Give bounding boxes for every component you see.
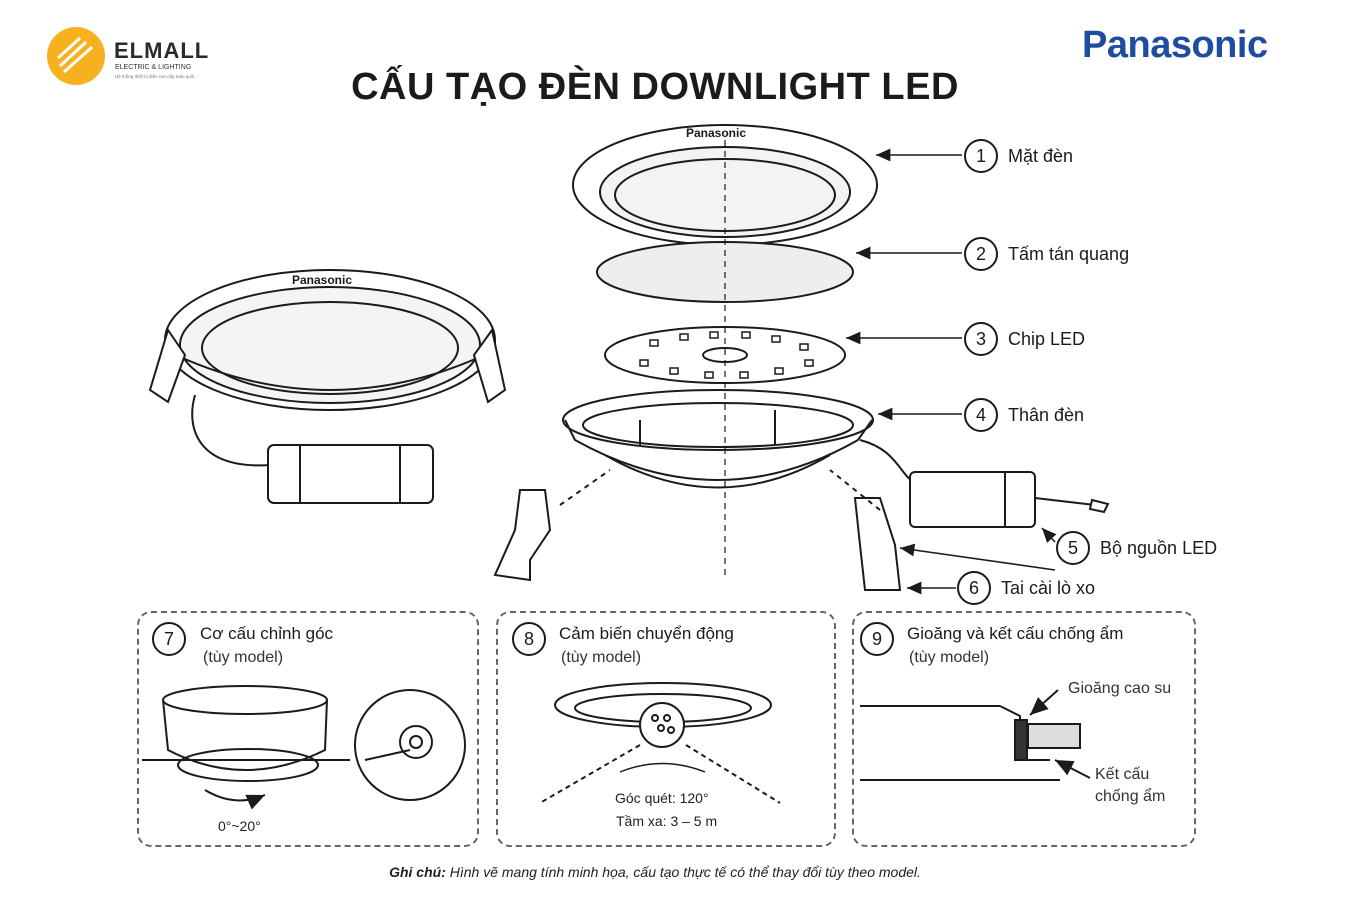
callout-label: Tai cài lò xo: [1001, 578, 1096, 598]
callout-6: 6 Tai cài lò xo: [957, 571, 1095, 605]
footnote: Ghi chú: Hình vẽ mang tính minh họa, cấu…: [0, 864, 1310, 880]
logo-tagline: ELECTRIC & LIGHTING: [115, 64, 192, 71]
callout-label: Thân đèn: [1008, 405, 1085, 425]
callout-2: 2 Tấm tán quang: [964, 237, 1129, 271]
feature-8-title: Cảm biến chuyển động: [559, 624, 734, 643]
tilt-range-label: 0°~20°: [218, 818, 261, 834]
feature-number: 9: [860, 622, 894, 656]
moisture-label-line2: chống ẩm: [1095, 788, 1166, 805]
callout-number: 6: [957, 571, 991, 605]
brand-logo: Panasonic: [1082, 24, 1268, 66]
feature-7-title: Cơ cấu chỉnh góc: [200, 624, 334, 643]
product-brand-label: Panasonic: [686, 126, 747, 140]
tilt-mechanism-drawing: [142, 685, 466, 810]
range-label: Tầm xa: 3 – 5 m: [616, 813, 718, 829]
callout-number: 3: [964, 322, 998, 356]
logo-name: ELMALL: [114, 38, 210, 63]
motion-sensor-drawing: [539, 682, 781, 804]
feature-8-header: 8: [512, 622, 556, 656]
feature-7-header: 7: [152, 622, 196, 656]
feature-7-sub: (tùy model): [203, 649, 284, 666]
callout-label: Tấm tán quang: [1008, 244, 1130, 264]
feature-box-gasket: [852, 611, 1196, 847]
product-brand-label-assembled: Panasonic: [292, 273, 353, 287]
feature-8-sub: (tùy model): [561, 649, 642, 666]
callout-3: 3 Chip LED: [964, 322, 1085, 356]
moisture-label-line1: Kết cấu: [1095, 766, 1150, 783]
feature-number: 8: [512, 622, 546, 656]
callout-number: 2: [964, 237, 998, 271]
gasket-label: Gioăng cao su: [1068, 680, 1172, 697]
feature-9-title: Gioăng và kết cấu chống ẩm: [907, 624, 1124, 643]
gasket-drawing: [860, 689, 1091, 781]
callout-number: 4: [964, 398, 998, 432]
callout-1: 1 Mặt đèn: [964, 139, 1073, 173]
callout-5: 5 Bộ nguồn LED: [1056, 531, 1217, 565]
footnote-text: Hình vẽ mang tính minh họa, cấu tạo thực…: [449, 864, 921, 880]
footnote-label: Ghi chú:: [389, 864, 446, 880]
elmall-logo-icon: [47, 27, 105, 85]
lamp-housing: [562, 389, 1110, 528]
callout-number: 1: [964, 139, 998, 173]
callout-4: 4 Thân đèn: [964, 398, 1084, 432]
callout-number: 5: [1056, 531, 1090, 565]
feature-box-tilt: [137, 611, 479, 847]
scan-angle-label: Góc quét: 120°: [615, 790, 709, 806]
logo-slogan: Hệ thống thiết bị điện cao cấp toàn quốc: [115, 74, 196, 79]
callout-arrows: [846, 148, 1057, 595]
callout-label: Mặt đèn: [1008, 146, 1074, 166]
page-title: CẤU TẠO ĐÈN DOWNLIGHT LED: [351, 66, 959, 108]
callout-label: Chip LED: [1008, 329, 1086, 349]
feature-number: 7: [152, 622, 186, 656]
feature-box-sensor: [496, 611, 836, 847]
feature-9-header: 9: [860, 622, 904, 656]
feature-9-sub: (tùy model): [909, 649, 990, 666]
assembled-downlight: [148, 269, 507, 504]
spring-clips: [493, 469, 902, 591]
callout-label: Bộ nguồn LED: [1100, 538, 1218, 558]
